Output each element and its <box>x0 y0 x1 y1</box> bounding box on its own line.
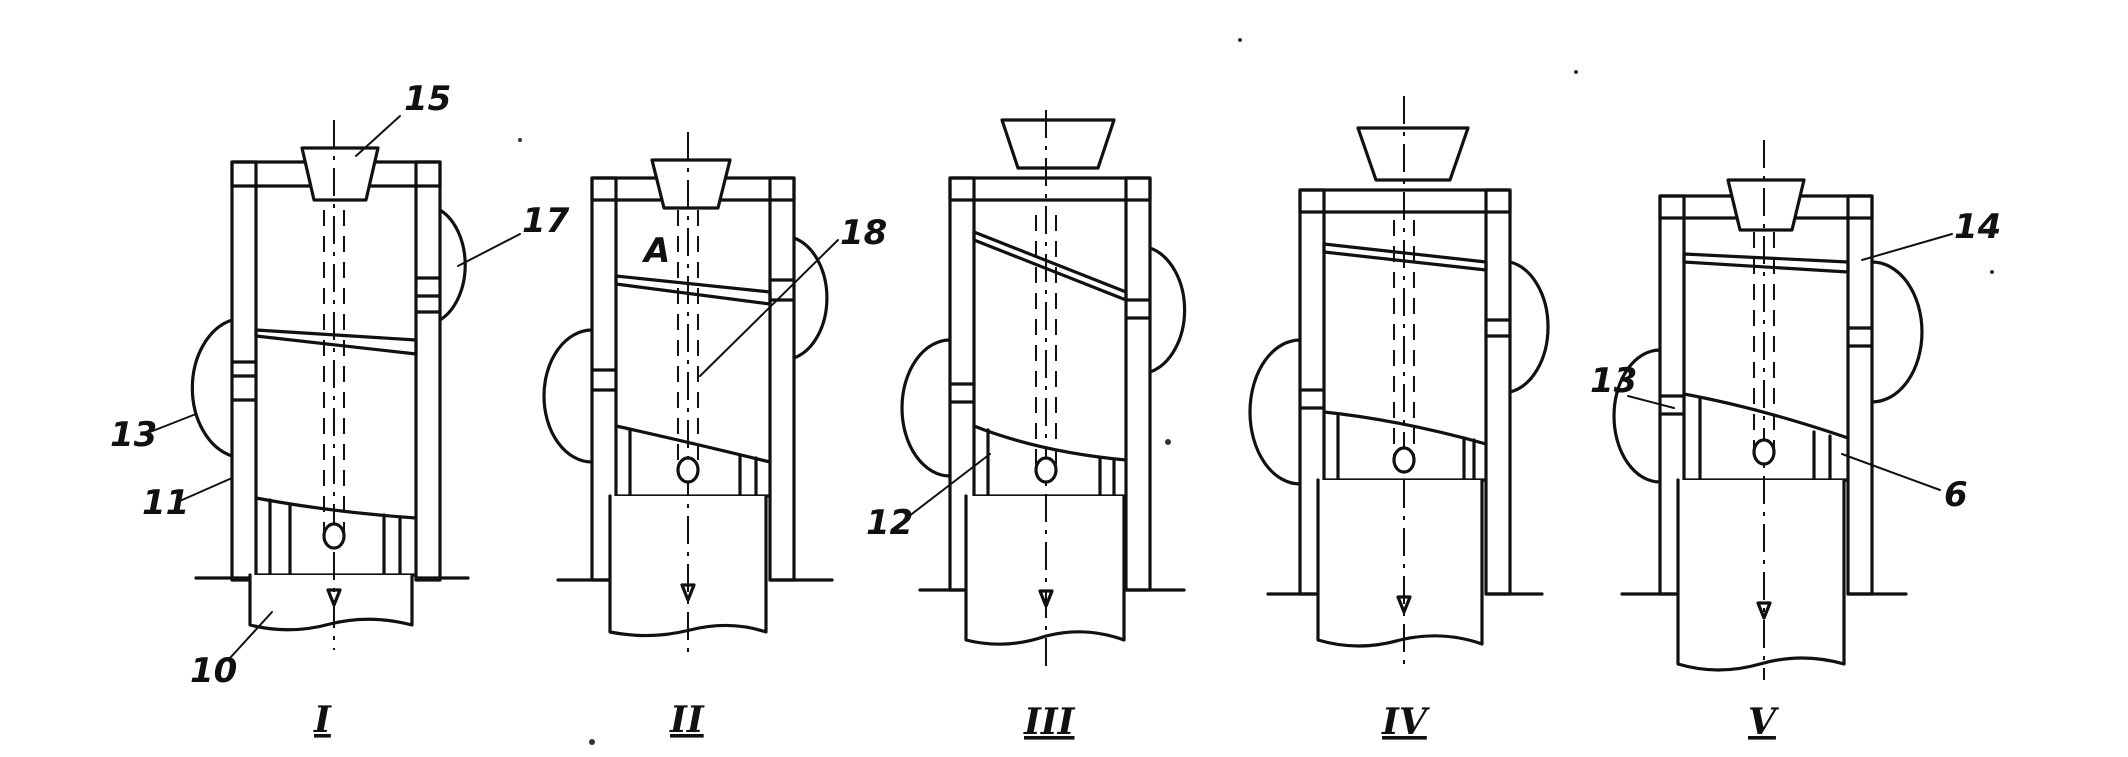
label-13-stage5: 13 <box>1590 361 1637 401</box>
cylinder-wall-left <box>230 160 258 582</box>
side-clamp-left <box>1612 348 1662 484</box>
stage-1-assembly <box>190 120 470 650</box>
cylinder-wall-right <box>414 160 442 582</box>
plug <box>650 158 732 210</box>
sheet <box>972 230 1128 302</box>
stage-3-assembly <box>900 110 1187 670</box>
stage-2-assembly <box>542 132 834 660</box>
stage-5-assembly <box>1612 140 1924 680</box>
plug <box>300 146 380 202</box>
side-clamp-left <box>542 328 594 464</box>
sheet <box>614 274 772 306</box>
side-clamp-right <box>792 236 829 360</box>
leader-lines <box>149 115 1953 659</box>
blank-curve <box>1322 410 1488 446</box>
punch <box>964 494 1126 646</box>
scan-noise <box>518 38 1994 745</box>
side-clamp-left <box>900 338 952 478</box>
rod-tip <box>676 456 700 484</box>
label-10: 10 <box>190 651 237 691</box>
sheet <box>254 328 418 356</box>
label-18: 18 <box>840 213 887 253</box>
stage-numeral: III <box>1023 701 1076 743</box>
label-15: 15 <box>404 79 451 119</box>
label-11: 11 <box>142 483 189 523</box>
plug-raised <box>1000 118 1116 170</box>
plug-raised <box>1356 126 1470 182</box>
rod-tip <box>1034 456 1058 484</box>
side-clamp-right <box>438 208 467 322</box>
plug <box>1726 178 1806 232</box>
punch <box>248 573 414 632</box>
label-6: 6 <box>1944 475 1968 515</box>
rod-tip <box>322 522 346 550</box>
label-a: A <box>641 231 670 271</box>
side-clamp-left <box>190 318 234 458</box>
label-12: 12 <box>866 503 913 543</box>
punch <box>1316 478 1484 648</box>
sheet <box>1322 242 1488 272</box>
punch <box>1676 478 1846 672</box>
stage-numeral: II <box>669 699 705 741</box>
blank-curve <box>254 496 418 520</box>
blank-curve <box>972 424 1128 462</box>
stage-numeral: V <box>1748 701 1779 743</box>
blank-curve <box>614 424 772 464</box>
rod-tip <box>1752 438 1776 466</box>
label-14: 14 <box>1954 207 2001 247</box>
label-17: 17 <box>522 201 570 241</box>
side-clamp-right <box>1870 260 1924 404</box>
side-clamp-right <box>1508 260 1550 394</box>
sheet <box>1682 252 1850 274</box>
side-clamp-left <box>1248 338 1302 486</box>
stage-numeral: IV <box>1381 701 1430 743</box>
stage-numeral: I <box>313 699 332 741</box>
stage-4-assembly <box>1248 96 1550 672</box>
side-clamp-right <box>1148 246 1187 374</box>
label-13: 13 <box>110 415 157 455</box>
rod-tip <box>1392 446 1416 474</box>
blank-curve <box>1682 392 1850 440</box>
